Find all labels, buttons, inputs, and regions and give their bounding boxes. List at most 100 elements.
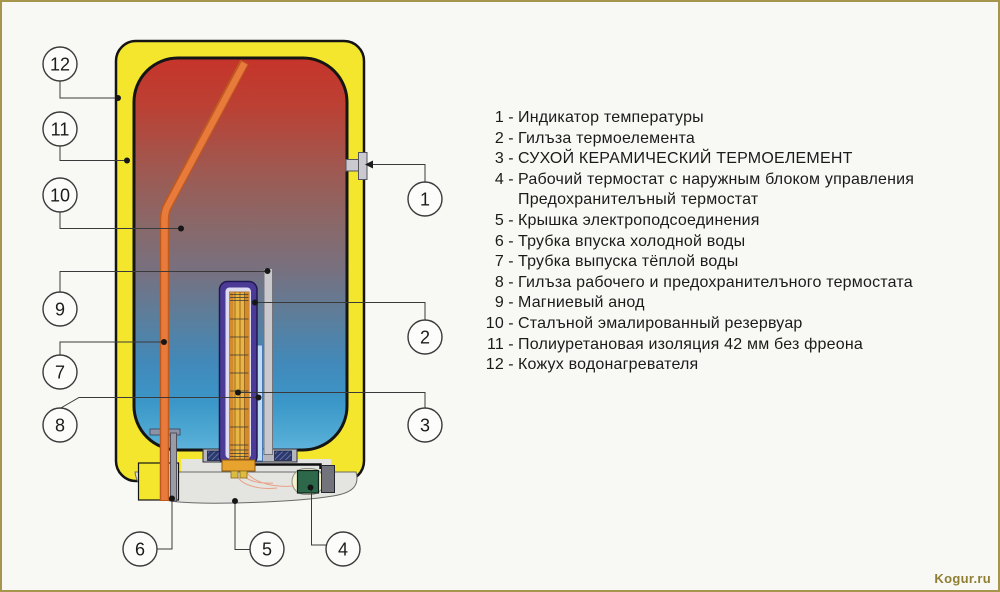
legend-item-number: 6 [494, 232, 504, 250]
magnesium-anode-rod [263, 268, 273, 455]
callout-circles: 12 11 10 9 7 8 [42, 46, 443, 567]
callout-8: 8 [42, 407, 78, 443]
callout-lines [59, 81, 426, 550]
callout-line-8 [59, 397, 256, 409]
legend-item-text: Предохранителъный термостат [518, 191, 759, 209]
callout-dot-3 [235, 389, 241, 396]
legend-item-number [478, 190, 504, 211]
callout-4: 4 [325, 531, 361, 567]
cold-water-inlet-tube [170, 432, 177, 502]
callout-dot-7 [161, 339, 167, 345]
legend-item-separator: - [508, 170, 514, 188]
callout-dot-10 [178, 225, 184, 232]
legend-item-text: Магниевый анод [518, 294, 645, 312]
legend-row-12: 12-Кожух водонагревателя [478, 355, 914, 376]
legend-row-8: 8-Гилъза рабочего и предохранителъного т… [478, 273, 914, 294]
legend-item-separator: - [508, 335, 514, 353]
callout-8-label: 8 [55, 416, 65, 436]
callout-10-label: 10 [50, 186, 70, 206]
legend-item-number: 9 [494, 294, 504, 312]
callout-5: 5 [249, 531, 285, 567]
legend-item-number: 8 [494, 273, 504, 291]
legend: 1-Индикатор температуры 2-Гилъза термоел… [478, 108, 914, 376]
callout-3: 3 [407, 407, 443, 443]
callout-line-7 [59, 341, 162, 355]
legend-item-text: Гилъза термоелемента [518, 129, 695, 147]
callout-9: 9 [42, 291, 78, 327]
legend-item-separator: - [508, 211, 514, 229]
watermark: Kogur.ru [934, 571, 991, 586]
callout-dot-12 [115, 95, 121, 101]
callout-5-label: 5 [262, 540, 272, 560]
element-base-cap [221, 459, 256, 472]
callout-line-10 [59, 212, 178, 229]
legend-item-number: 11 [486, 335, 504, 353]
callout-arrow-1 [365, 160, 373, 169]
callout-line-12 [59, 81, 116, 99]
legend-row-1: 1-Индикатор температуры [478, 108, 914, 129]
legend-row-2: 2-Гилъза термоелемента [478, 129, 914, 150]
legend-item-separator: - [508, 314, 514, 332]
callout-4-label: 4 [338, 540, 348, 560]
callout-line-6 [157, 501, 173, 550]
legend-item-text: Полиуретановая изоляция 42 мм без фреона [518, 335, 863, 353]
element-terminal-right [239, 470, 248, 479]
legend-item-text: Гилъза рабочего и предохранителъного тер… [518, 273, 913, 291]
legend-item-number: 10 [485, 314, 504, 332]
element-terminal-left [230, 470, 239, 479]
legend-item-separator: - [508, 150, 514, 168]
callout-dot-4 [307, 484, 314, 491]
legend-row-7: 7-Трубка выпуска тёплой воды [478, 252, 914, 273]
callout-9-label: 9 [55, 300, 65, 320]
callout-line-1 [372, 164, 426, 182]
legend-row-5: 5-Крышка электроподсоединения [478, 211, 914, 232]
legend-item-text: Рабочий термостат с наружным блоком упра… [518, 170, 915, 188]
callout-dot-5 [232, 498, 238, 504]
legend-row-11: 11-Полиуретановая изоляция 42 мм без фре… [478, 335, 914, 356]
hot-water-outlet-tube-fill [161, 61, 248, 500]
callout-2-label: 2 [420, 328, 430, 348]
legend-item-number: 5 [494, 211, 504, 229]
callout-dot-2 [252, 299, 258, 306]
legend-item-text: Кожух водонагревателя [518, 356, 699, 374]
legend-row-9: 9-Магниевый анод [478, 293, 914, 314]
legend-row-4: 4-Рабочий термостат с наружным блоком уп… [478, 170, 914, 191]
callout-12: 12 [42, 46, 78, 82]
callout-3-label: 3 [420, 416, 430, 436]
legend-item-separator: - [508, 294, 514, 312]
legend-item-number: 3 [494, 150, 504, 168]
flange-bolt-right [274, 450, 292, 461]
power-cable [255, 463, 322, 469]
callout-1: 1 [407, 181, 443, 217]
callout-1-label: 1 [420, 190, 430, 210]
legend-item-number: 7 [494, 253, 504, 271]
legend-item-text: Крышка электроподсоединения [518, 211, 760, 229]
legend-item-text: Сталъной эмалированный резервуар [518, 314, 803, 332]
terminal-block [321, 465, 335, 493]
callout-7-label: 7 [55, 363, 65, 383]
legend-item-number: 2 [494, 129, 504, 147]
legend-row-10: 10-Сталъной эмалированный резервуар [478, 314, 914, 335]
callout-10: 10 [42, 177, 78, 213]
callout-dot-8 [255, 394, 262, 401]
legend-row-6: 6-Трубка впуска холодной воды [478, 232, 914, 253]
callout-2: 2 [407, 319, 443, 355]
legend-item-separator: - [508, 232, 514, 250]
legend-item-separator: - [508, 253, 514, 271]
legend-item-separator: - [508, 109, 514, 126]
callout-dot-11 [124, 157, 130, 164]
legend-item-number: 1 [494, 109, 504, 126]
legend-item-text: СУХОЙ КЕРАМИЧЕСКИЙ ТЕРМОЕЛЕМЕНТ [518, 150, 853, 168]
legend-item-separator: - [508, 356, 514, 374]
callout-line-4 [311, 490, 327, 546]
legend-item-separator: - [508, 129, 514, 147]
legend-item-separator [504, 190, 518, 211]
legend-item-text: Индикатор температуры [518, 109, 704, 126]
callout-dot-6 [169, 495, 175, 502]
legend-item-number: 12 [485, 356, 504, 374]
callout-7: 7 [42, 354, 78, 390]
legend-row-3: 3-СУХОЙ КЕРАМИЧЕСКИЙ ТЕРМОЕЛЕМЕНТ [478, 149, 914, 170]
callout-line-3 [240, 392, 426, 408]
legend-row-4b: Предохранителъный термостат [478, 190, 914, 211]
